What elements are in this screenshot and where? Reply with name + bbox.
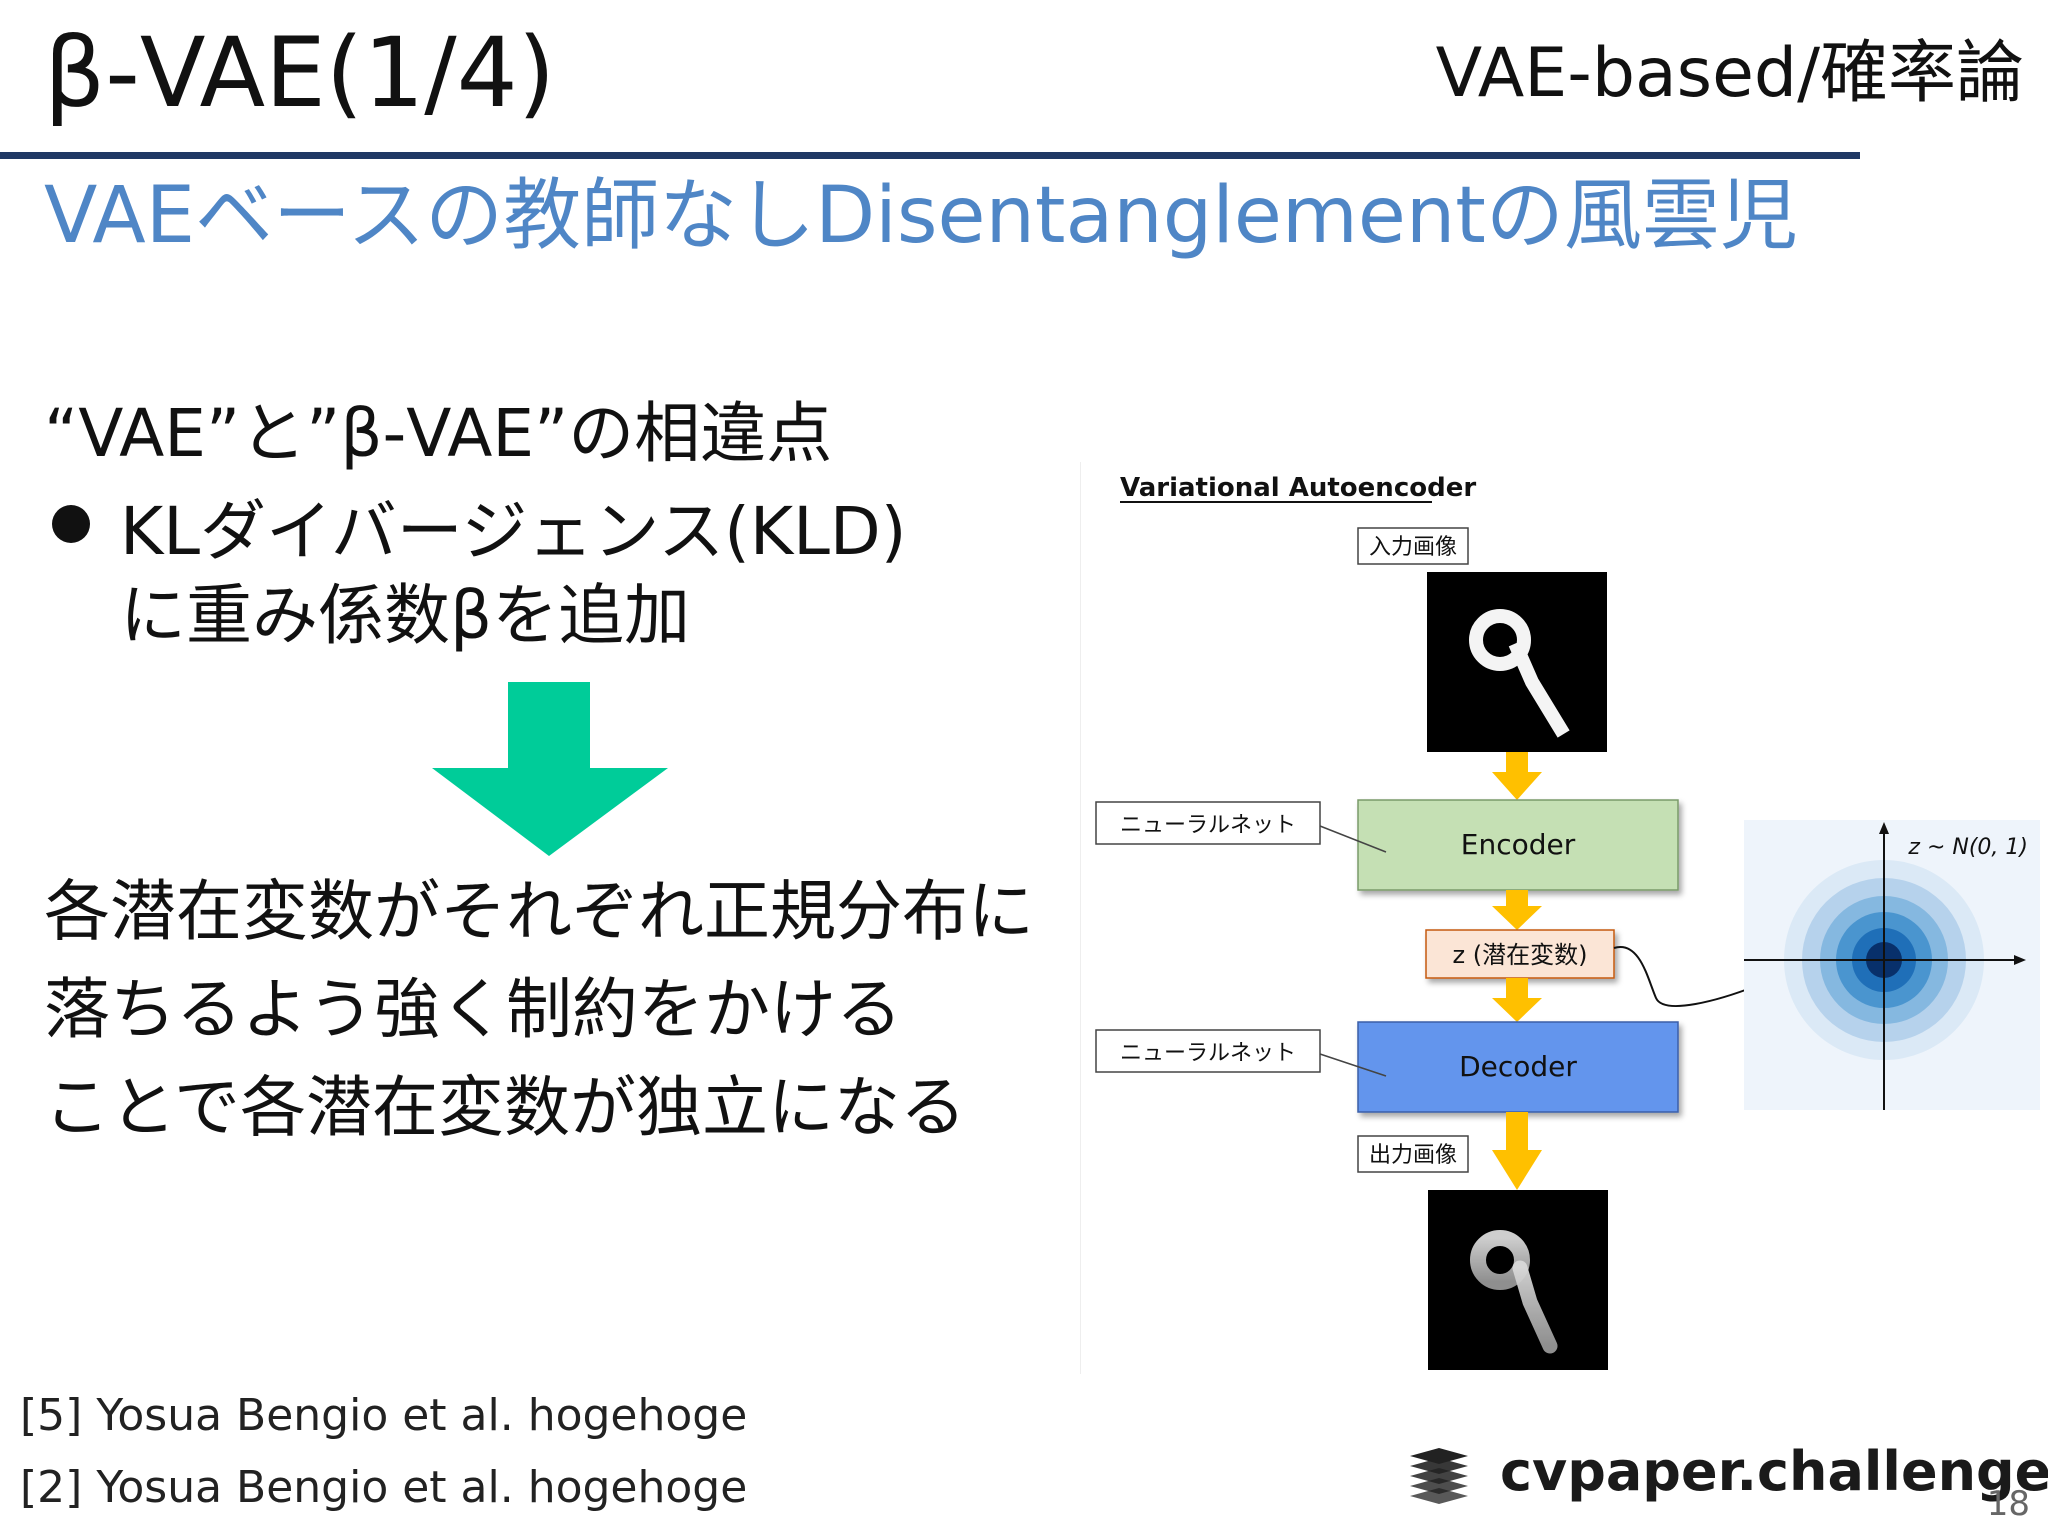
- decoder-nn-label: ニューラルネット: [1120, 1041, 1296, 1066]
- output-label-box: [1357, 1135, 1469, 1173]
- conclusion-line-1: 各潜在変数がそれぞれ正規分布に: [44, 873, 1034, 950]
- difference-heading: “VAE”と”β-VAE”の相違点: [44, 395, 833, 472]
- flow-arrow-icon: [1492, 752, 1542, 800]
- encoder-nn-label: ニューラルネット: [1120, 813, 1296, 838]
- page-number: 18: [1986, 1484, 2030, 1524]
- column-divider: [1080, 462, 1081, 1374]
- input-label-box: [1357, 527, 1469, 565]
- bullet-line-2: に重み係数βを追加: [120, 577, 691, 654]
- encoder-callout-line: [1319, 825, 1387, 853]
- cvpaper-logo-icon: [1410, 1448, 1468, 1504]
- slide-title: β-VAE(1/4): [44, 17, 556, 129]
- input-digit-nine-icon: [1469, 609, 1570, 738]
- gaussian-plot: z ~ N(0, 1): [1744, 820, 2040, 1110]
- down-arrow-icon: [432, 682, 668, 856]
- flow-arrow-icon: [1492, 978, 1542, 1022]
- encoder-block: [1357, 799, 1679, 891]
- header-rule: [0, 152, 1860, 159]
- decoder-callout-line: [1319, 1053, 1387, 1077]
- reference-1: [5] Yosua Bengio et al. hogehoge: [20, 1390, 748, 1441]
- flow-arrow-icon: [1492, 1112, 1542, 1190]
- conclusion-line-2: 落ちるよう強く制約をかける: [44, 971, 902, 1048]
- reference-2: [2] Yosua Bengio et al. hogehoge: [20, 1462, 748, 1513]
- slide-subtitle: VAEベースの教師なしDisentanglementの風雲児: [44, 171, 1798, 261]
- distribution-label: z ~ N(0, 1): [1907, 835, 2028, 860]
- input-image-label: 入力画像: [1369, 535, 1457, 560]
- flow-arrow-icon: [1492, 890, 1542, 930]
- x-axis-arrowhead-icon: [2014, 955, 2026, 965]
- latent-connector-line: [1613, 945, 1757, 1007]
- bullet-line-1: KLダイバージェンス(KLD): [120, 493, 907, 570]
- latent-label: z (潜在変数): [1453, 941, 1588, 969]
- diagram-heading: Variational Autoencoder: [1120, 473, 1476, 503]
- slide-category: VAE-based/確率論: [1435, 34, 2024, 113]
- decoder-label: Decoder: [1459, 1050, 1577, 1083]
- vae-diagram: Variational Autoencoder 入力画像 Encoder ニュー…: [1095, 473, 2040, 1370]
- output-digit-nine-icon: [1470, 1230, 1558, 1354]
- decoder-nn-label-box: [1095, 1029, 1321, 1073]
- encoder-nn-label-box: [1095, 801, 1321, 845]
- output-image-label: 出力画像: [1369, 1143, 1457, 1168]
- encoder-label: Encoder: [1461, 828, 1576, 861]
- y-axis-arrowhead-icon: [1879, 822, 1889, 834]
- logo-text: cvpaper.challenge: [1500, 1440, 2048, 1503]
- conclusion-line-3: ことで各潜在変数が独立になる: [44, 1069, 967, 1146]
- bullet-dot-icon: [52, 505, 90, 543]
